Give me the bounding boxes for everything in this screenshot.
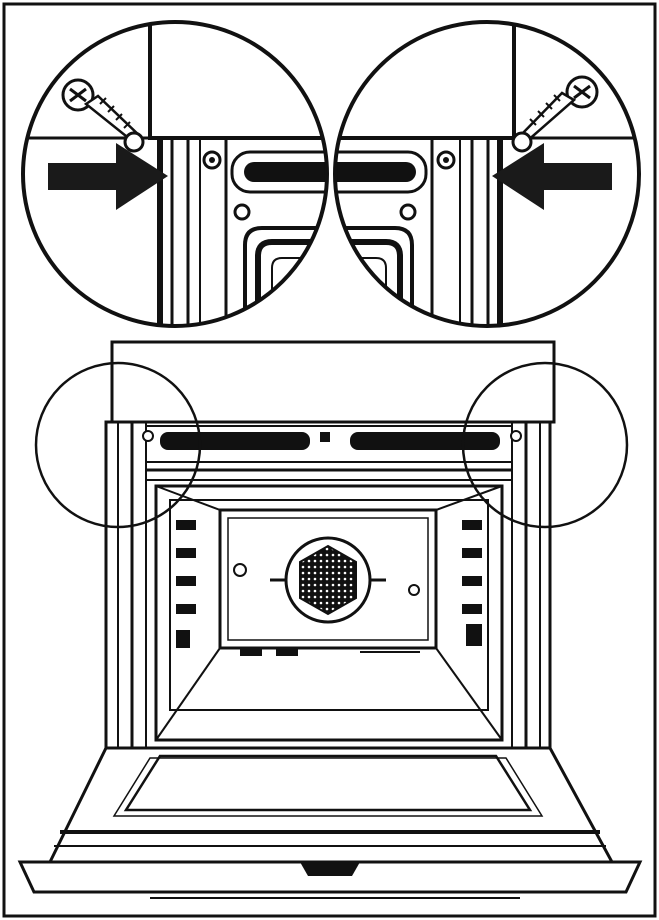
- fan-cover-icon: [233, 536, 420, 624]
- oven-door-open: [17, 746, 643, 899]
- oven-front-view: [34, 340, 629, 750]
- left-vent-slot: [160, 432, 310, 450]
- left-detail-view: [21, 20, 329, 328]
- left-arrow-icon: [48, 143, 168, 210]
- left-screw-icon: [61, 78, 145, 153]
- left-highlight-circle: [34, 361, 202, 529]
- right-vent-slot: [350, 432, 500, 450]
- right-shelf-runners: [462, 520, 482, 646]
- left-shelf-runners: [176, 520, 196, 648]
- right-screw-icon: [511, 75, 599, 153]
- cabinet-top-panel: [110, 340, 556, 424]
- door-glass-panel: [123, 754, 533, 812]
- right-highlight-circle: [461, 361, 629, 529]
- right-arrow-icon: [492, 143, 612, 210]
